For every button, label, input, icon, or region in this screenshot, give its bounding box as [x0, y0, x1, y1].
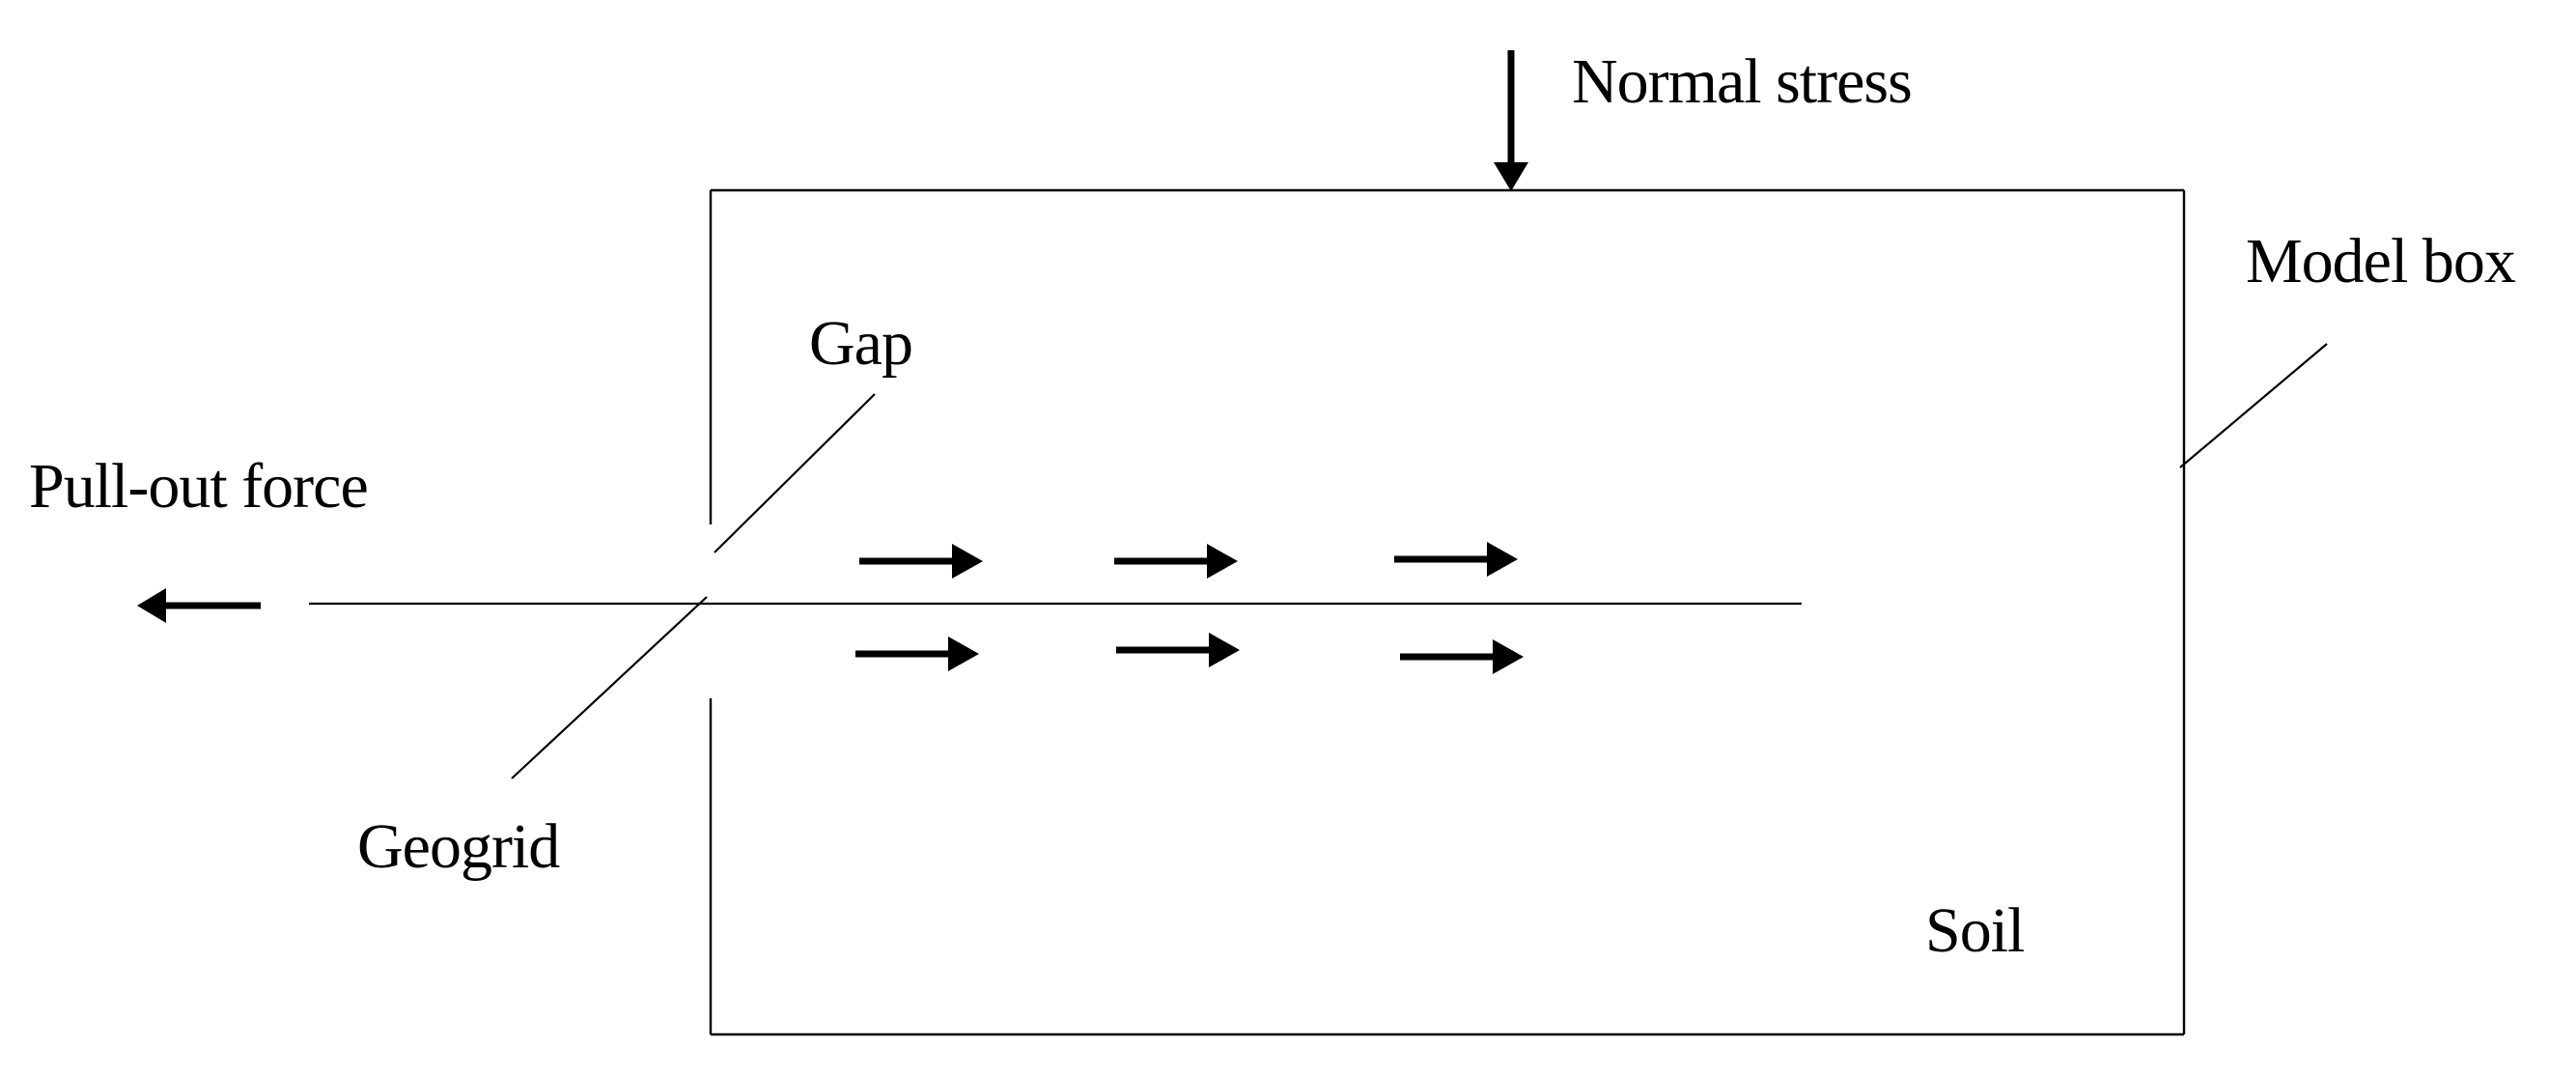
normal-stress-label: Normal stress	[1572, 46, 1912, 117]
gap-label: Gap	[809, 308, 912, 379]
model-box	[709, 188, 2186, 1036]
geogrid-label: Geogrid	[357, 811, 560, 882]
soil-label: Soil	[1925, 895, 2025, 966]
shear-arrow-upper-2	[1114, 544, 1238, 579]
shear-arrow-lower-2	[1116, 633, 1240, 667]
shear-arrows-upper	[859, 542, 1518, 579]
gap-leader-line	[714, 393, 876, 553]
model-box-label: Model box	[2246, 226, 2516, 297]
shear-arrows-lower	[855, 633, 1524, 674]
model-box-leader-line	[2179, 343, 2328, 468]
shear-arrow-lower-3	[1400, 639, 1524, 674]
pull-out-force-label: Pull-out force	[29, 451, 368, 522]
normal-stress-arrow	[1494, 50, 1528, 191]
shear-arrow-upper-3	[1394, 542, 1518, 577]
pull-out-force-arrow	[137, 588, 261, 623]
shear-arrow-lower-1	[855, 637, 979, 671]
shear-arrow-upper-1	[859, 544, 983, 579]
geogrid-leader-line	[511, 596, 708, 779]
